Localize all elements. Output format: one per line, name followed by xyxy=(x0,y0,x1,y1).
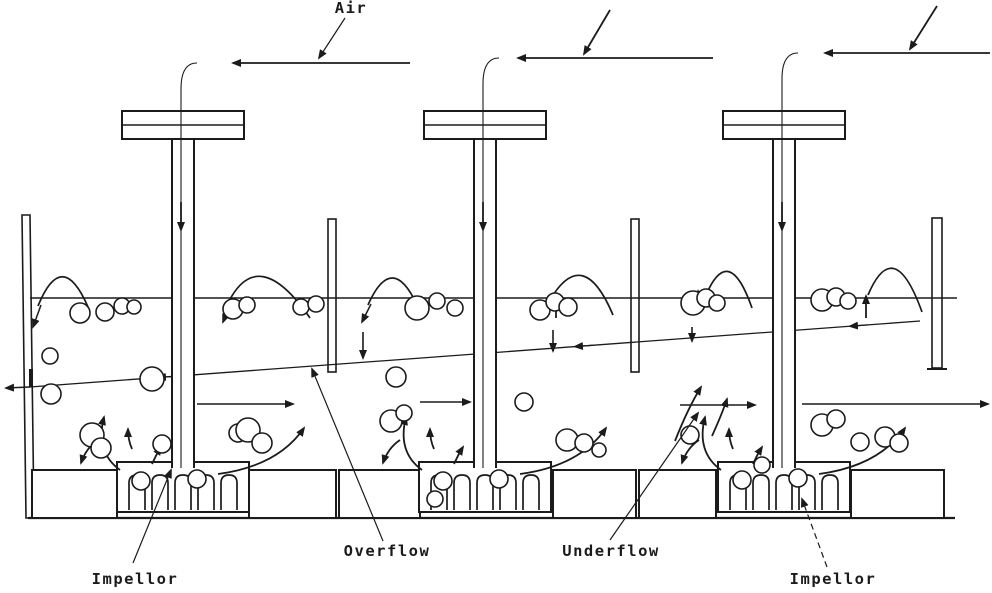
circulation-arrow xyxy=(217,426,306,475)
bubble xyxy=(708,294,726,312)
circulation-arrow xyxy=(124,427,133,450)
impeller-tooth xyxy=(821,474,839,510)
leader-overflow xyxy=(311,367,384,542)
bubble xyxy=(395,404,413,422)
froth-flow-arrow xyxy=(848,321,869,330)
froth-tail-arrow xyxy=(31,304,42,329)
bubble xyxy=(446,299,464,317)
underflow-rise-arrow xyxy=(674,385,703,442)
bubble xyxy=(850,432,870,452)
froth-wave-arc xyxy=(867,267,923,313)
floor-block xyxy=(31,469,118,519)
air-standpipe xyxy=(781,52,799,468)
leader-air xyxy=(317,17,346,60)
froth-wave-arc xyxy=(37,276,89,308)
bubble xyxy=(126,299,142,315)
bubble xyxy=(591,442,607,458)
leader-impellor-left xyxy=(132,468,172,564)
shaft-mask xyxy=(474,139,496,468)
bubble xyxy=(95,302,115,322)
impeller-tooth xyxy=(453,474,471,510)
floor-block xyxy=(248,469,337,519)
circulation-arrow xyxy=(519,426,608,475)
circulation-arrow xyxy=(725,427,734,450)
label-impellor-left: Impellor xyxy=(92,570,179,588)
label-underflow: Underflow xyxy=(562,542,660,560)
bubble xyxy=(404,295,430,321)
bubbles xyxy=(40,287,909,508)
bubble xyxy=(680,425,700,445)
air-branch-arrow xyxy=(582,9,611,56)
bubble xyxy=(732,470,752,490)
drive-unit-3 xyxy=(722,5,990,468)
circulation-arrow xyxy=(699,415,722,471)
impeller-tooth xyxy=(220,474,238,510)
partition-baffle-2 xyxy=(630,218,640,373)
tank-floor xyxy=(28,469,955,520)
bubble xyxy=(514,392,534,412)
floor-block xyxy=(338,469,421,519)
bubble xyxy=(788,468,808,488)
circulation-arrow xyxy=(426,427,435,450)
bubble xyxy=(40,383,62,405)
drive-unit-1 xyxy=(121,59,410,468)
bubble xyxy=(69,302,91,324)
bubble xyxy=(889,433,909,453)
label-overflow: Overflow xyxy=(344,542,431,560)
bubble xyxy=(187,469,207,489)
froth-tail-arrow xyxy=(361,303,372,324)
leader-underflow xyxy=(609,411,700,541)
bubble xyxy=(292,298,310,316)
froth-flow-arrow xyxy=(573,342,594,350)
bubble xyxy=(839,292,857,310)
bubble xyxy=(238,296,256,314)
circulation-arrow xyxy=(400,415,423,471)
bubble xyxy=(131,471,151,491)
circulation-arrow xyxy=(453,445,465,465)
impeller-tooth xyxy=(522,474,540,510)
drive-unit-2 xyxy=(423,9,713,468)
air-standpipe xyxy=(180,62,198,468)
label-air: Air xyxy=(335,0,368,17)
bubble xyxy=(574,433,594,453)
bubble xyxy=(307,295,325,313)
floor-block xyxy=(638,469,717,519)
impeller-tooth xyxy=(151,474,169,510)
bubble xyxy=(428,292,446,310)
bubble xyxy=(385,366,407,388)
label-impellor-right: Impellor xyxy=(790,570,877,588)
bubble xyxy=(426,490,444,508)
bubble xyxy=(90,437,112,459)
froth-wave-arc xyxy=(549,274,614,316)
shaft-mask xyxy=(172,139,194,468)
floor-block xyxy=(850,469,945,519)
tank-right-wall xyxy=(931,217,943,369)
bubble xyxy=(489,469,509,489)
bubble xyxy=(753,456,771,474)
overflow-exit-arrow xyxy=(4,383,31,392)
bubble xyxy=(41,347,59,365)
air-branch-arrow xyxy=(908,5,938,51)
air-standpipe xyxy=(482,57,500,468)
bubble xyxy=(826,409,846,429)
shaft-mask xyxy=(773,139,795,468)
bubble xyxy=(251,432,273,454)
bubble xyxy=(558,297,578,317)
circulation-arrow xyxy=(381,439,401,465)
bubble xyxy=(433,471,453,491)
underflow-rise-arrow xyxy=(711,397,729,437)
bubble xyxy=(152,434,172,454)
partition-baffle-1 xyxy=(327,218,337,373)
froth-wave-arc xyxy=(705,270,753,309)
floor-block xyxy=(552,469,637,519)
bubble xyxy=(139,366,165,392)
leader-impellor-right xyxy=(801,497,828,568)
impeller-tooth xyxy=(752,474,770,510)
froth-wave-arc xyxy=(367,277,418,306)
